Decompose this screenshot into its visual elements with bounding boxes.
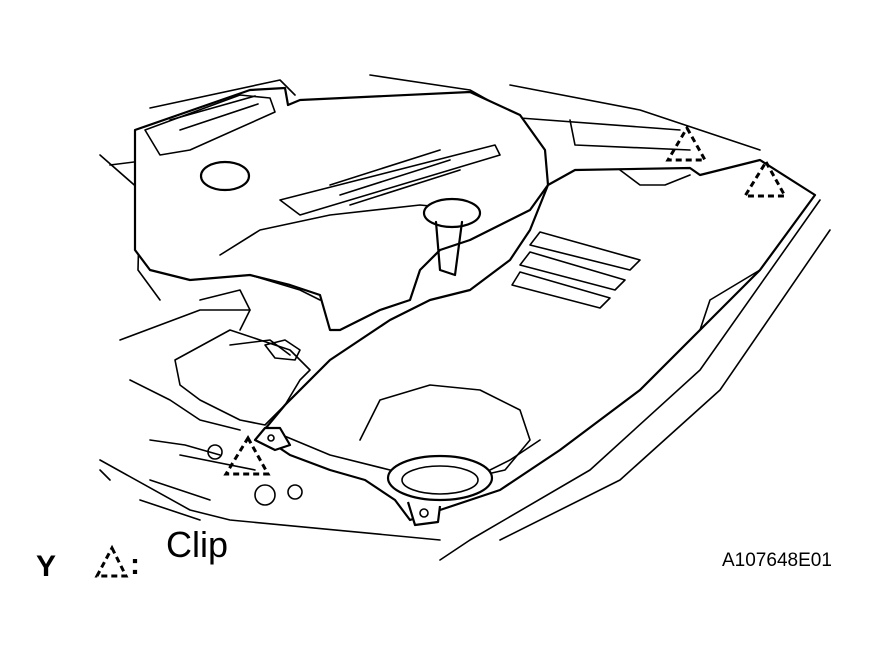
lower-engine-components (149, 289, 311, 506)
legend-marker-letter: Y (36, 550, 57, 583)
clip-markers (223, 125, 788, 476)
legend-colon: : (130, 548, 140, 581)
upper-engine-cover (133, 86, 550, 332)
engine-bay-outline (99, 74, 831, 561)
clip-marker-rear-center (665, 125, 708, 162)
clip-marker-front-left (223, 435, 271, 476)
figure-id: A107648E01 (722, 550, 832, 571)
dashed-triangle-icon (94, 544, 129, 578)
legend-label: Clip (166, 524, 229, 565)
